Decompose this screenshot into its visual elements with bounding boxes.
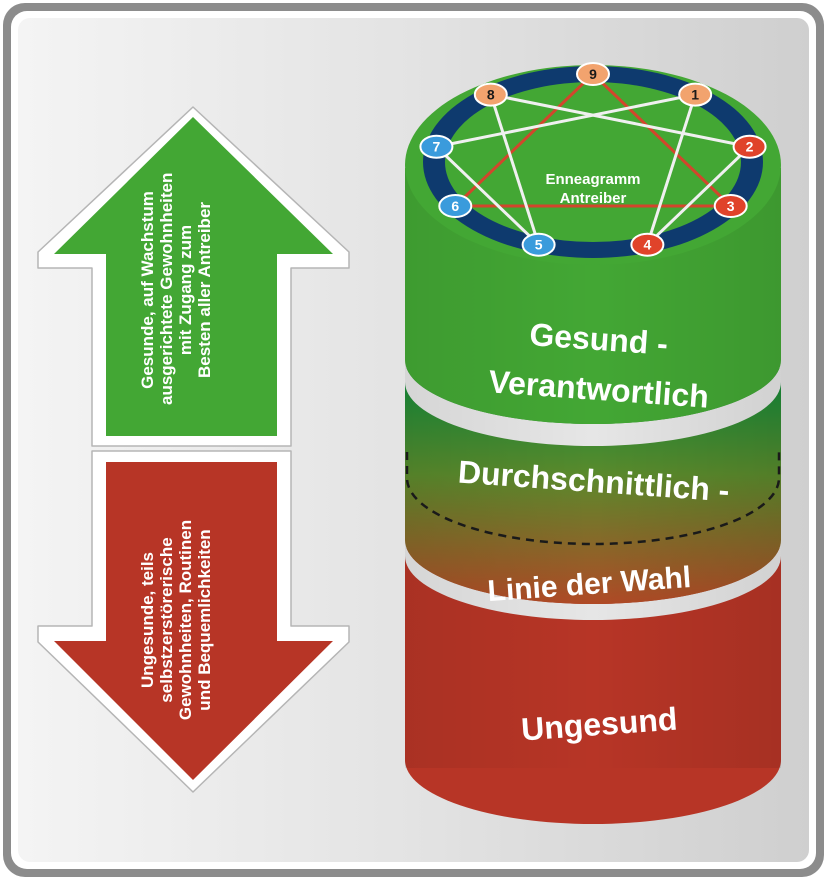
enneagram-point-1: 1 xyxy=(678,82,713,107)
point-marker xyxy=(576,62,610,86)
enneagram-points: 9 1 2 3 4 5 6 7 8 xyxy=(419,62,767,257)
down-arrow-line: und Bequemlichkeiten xyxy=(195,529,215,711)
hexad-line xyxy=(646,145,751,246)
up-arrow xyxy=(54,117,333,436)
up-arrow-text: Gesunde, auf Wachstum ausgerichtete Gewo… xyxy=(138,172,246,405)
point-label: 4 xyxy=(643,237,651,253)
up-arrow-line: Besten aller Antreiber xyxy=(195,201,215,379)
hexad-line xyxy=(490,93,750,149)
point-label: 9 xyxy=(589,66,597,82)
down-arrow-text: Ungesunde, teils selbstzerstörerische Ge… xyxy=(138,505,246,735)
point-marker xyxy=(678,82,713,107)
enneagram-point-4: 4 xyxy=(630,232,665,257)
enneagram-point-5: 5 xyxy=(521,232,556,257)
triangle-line xyxy=(454,72,595,208)
enneagram-point-3: 3 xyxy=(713,194,748,218)
enneagram-point-9: 9 xyxy=(576,62,610,86)
point-marker xyxy=(521,232,556,257)
triangle-line xyxy=(591,72,732,208)
point-label: 7 xyxy=(433,139,441,155)
down-arrow-line: selbstzerstörerische xyxy=(157,537,177,703)
point-label: 3 xyxy=(727,198,735,214)
up-arrow-line: ausgerichtete Gewohnheiten xyxy=(157,172,177,405)
point-label: 2 xyxy=(746,139,754,155)
point-marker xyxy=(732,134,767,159)
enneagram-point-7: 7 xyxy=(419,134,454,159)
enneagram-point-6: 6 xyxy=(438,194,473,218)
hexad-line xyxy=(489,94,541,246)
cylinder-shading xyxy=(405,168,781,768)
point-marker xyxy=(713,194,748,218)
point-label: 8 xyxy=(487,87,495,103)
enneagram-title-line1: Enneagramm xyxy=(545,171,640,188)
up-arrow-line: Gesunde, auf Wachstum xyxy=(138,191,157,389)
down-arrow-line: Gewohnheiten, Routinen xyxy=(176,519,196,721)
hexad-line xyxy=(645,94,697,246)
point-label: 6 xyxy=(451,198,459,214)
point-marker xyxy=(630,232,665,257)
hexad-line xyxy=(436,93,696,149)
enneagram-inner xyxy=(445,82,741,242)
down-arrow-line: Ungesunde, teils xyxy=(138,551,157,689)
up-arrow-line: mit Zugang zum xyxy=(176,224,196,356)
line-of-choice-dashed xyxy=(405,452,781,546)
down-arrow xyxy=(54,462,333,780)
point-label: 5 xyxy=(535,237,543,253)
point-label: 1 xyxy=(691,87,699,103)
point-marker xyxy=(438,194,473,218)
point-marker xyxy=(473,82,508,107)
enneagram-point-2: 2 xyxy=(732,134,767,159)
enneagram-point-8: 8 xyxy=(473,82,508,107)
point-marker xyxy=(419,134,454,159)
enneagram-lines xyxy=(435,72,751,246)
enneagram-title-line2: Antreiber xyxy=(560,190,627,207)
hexad-line xyxy=(435,145,540,246)
